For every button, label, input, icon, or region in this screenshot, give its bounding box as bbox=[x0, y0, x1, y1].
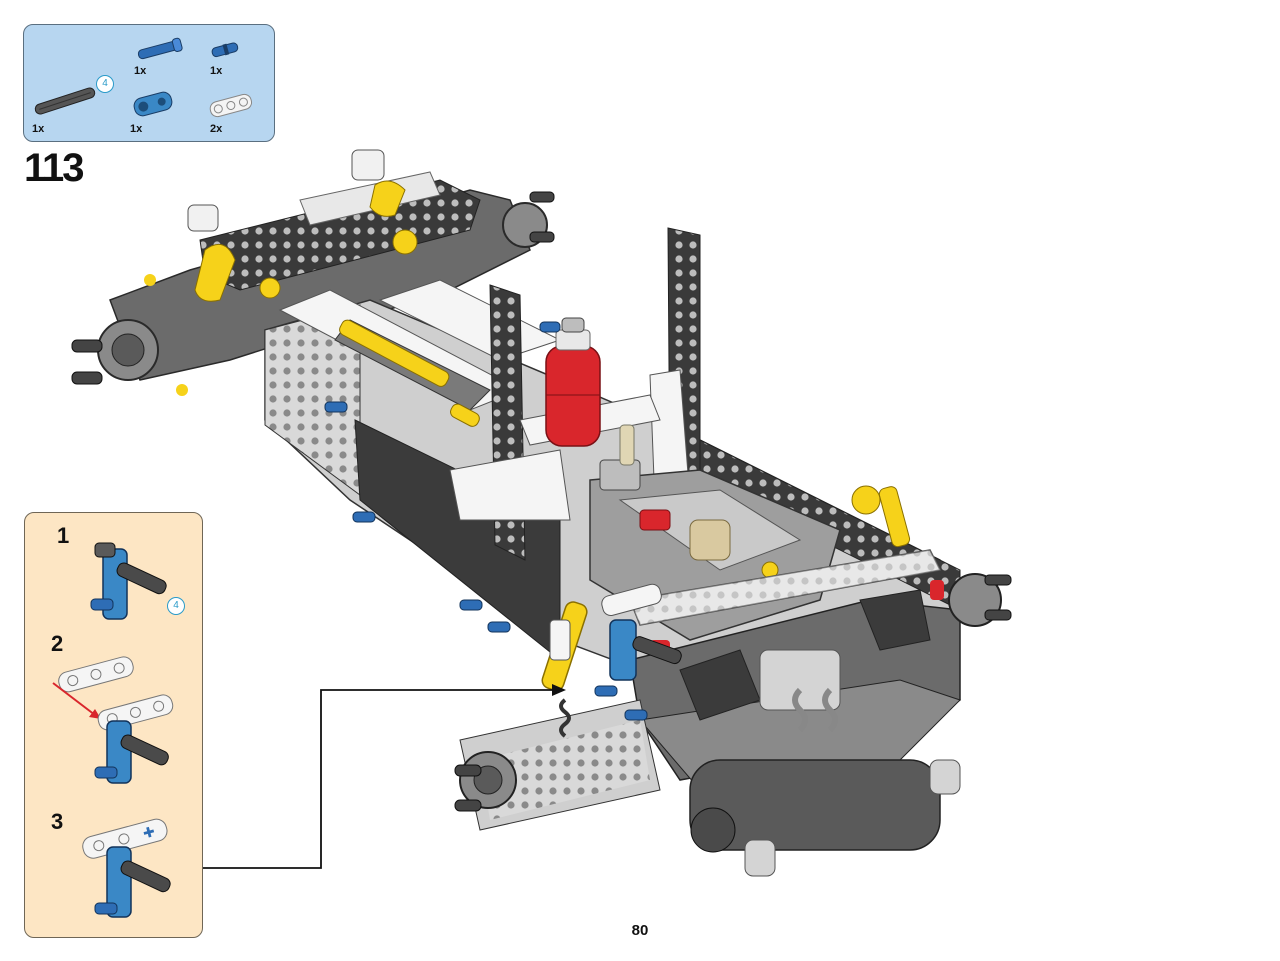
callout-connector-line bbox=[203, 689, 558, 869]
long-axle-part bbox=[34, 87, 96, 115]
substep-2-illustration bbox=[52, 656, 174, 784]
callout-count-badge: 4 bbox=[167, 597, 185, 615]
callout-arrowhead bbox=[552, 684, 566, 696]
axle-connector-part bbox=[133, 91, 173, 117]
substep-3-illustration: ✚ bbox=[82, 818, 171, 918]
blue-pins bbox=[324, 321, 648, 721]
front-axle-assembly bbox=[454, 549, 1012, 877]
substep-number: 2 bbox=[51, 631, 64, 656]
axle-with-stop-part bbox=[137, 37, 183, 60]
svg-text:✚: ✚ bbox=[141, 823, 156, 841]
substep-number: 3 bbox=[51, 809, 64, 834]
part-qty: 1x bbox=[32, 123, 45, 135]
callout-count-badge: 4 bbox=[96, 75, 114, 93]
axle-pin-part bbox=[211, 42, 239, 58]
part-qty: 2x bbox=[210, 123, 223, 135]
rear-axle-assembly bbox=[71, 149, 555, 396]
substep-1-illustration bbox=[90, 542, 167, 620]
liftarm-part bbox=[209, 93, 253, 118]
part-qty: 1x bbox=[130, 123, 143, 135]
substep-number: 1 bbox=[57, 523, 70, 548]
substep-panel: 1 2 3 4 ✚ bbox=[24, 512, 203, 938]
placed-subassembly bbox=[601, 583, 682, 681]
part-qty: 1x bbox=[134, 65, 147, 77]
step-number: 113 bbox=[24, 146, 85, 190]
page-number: 80 bbox=[631, 922, 649, 939]
parts-list-panel: 1x 1x 4 1x 1x 2x bbox=[23, 24, 275, 142]
yellow-shock-absorber bbox=[541, 485, 911, 738]
part-qty: 1x bbox=[210, 65, 223, 77]
red-tank bbox=[545, 317, 601, 447]
